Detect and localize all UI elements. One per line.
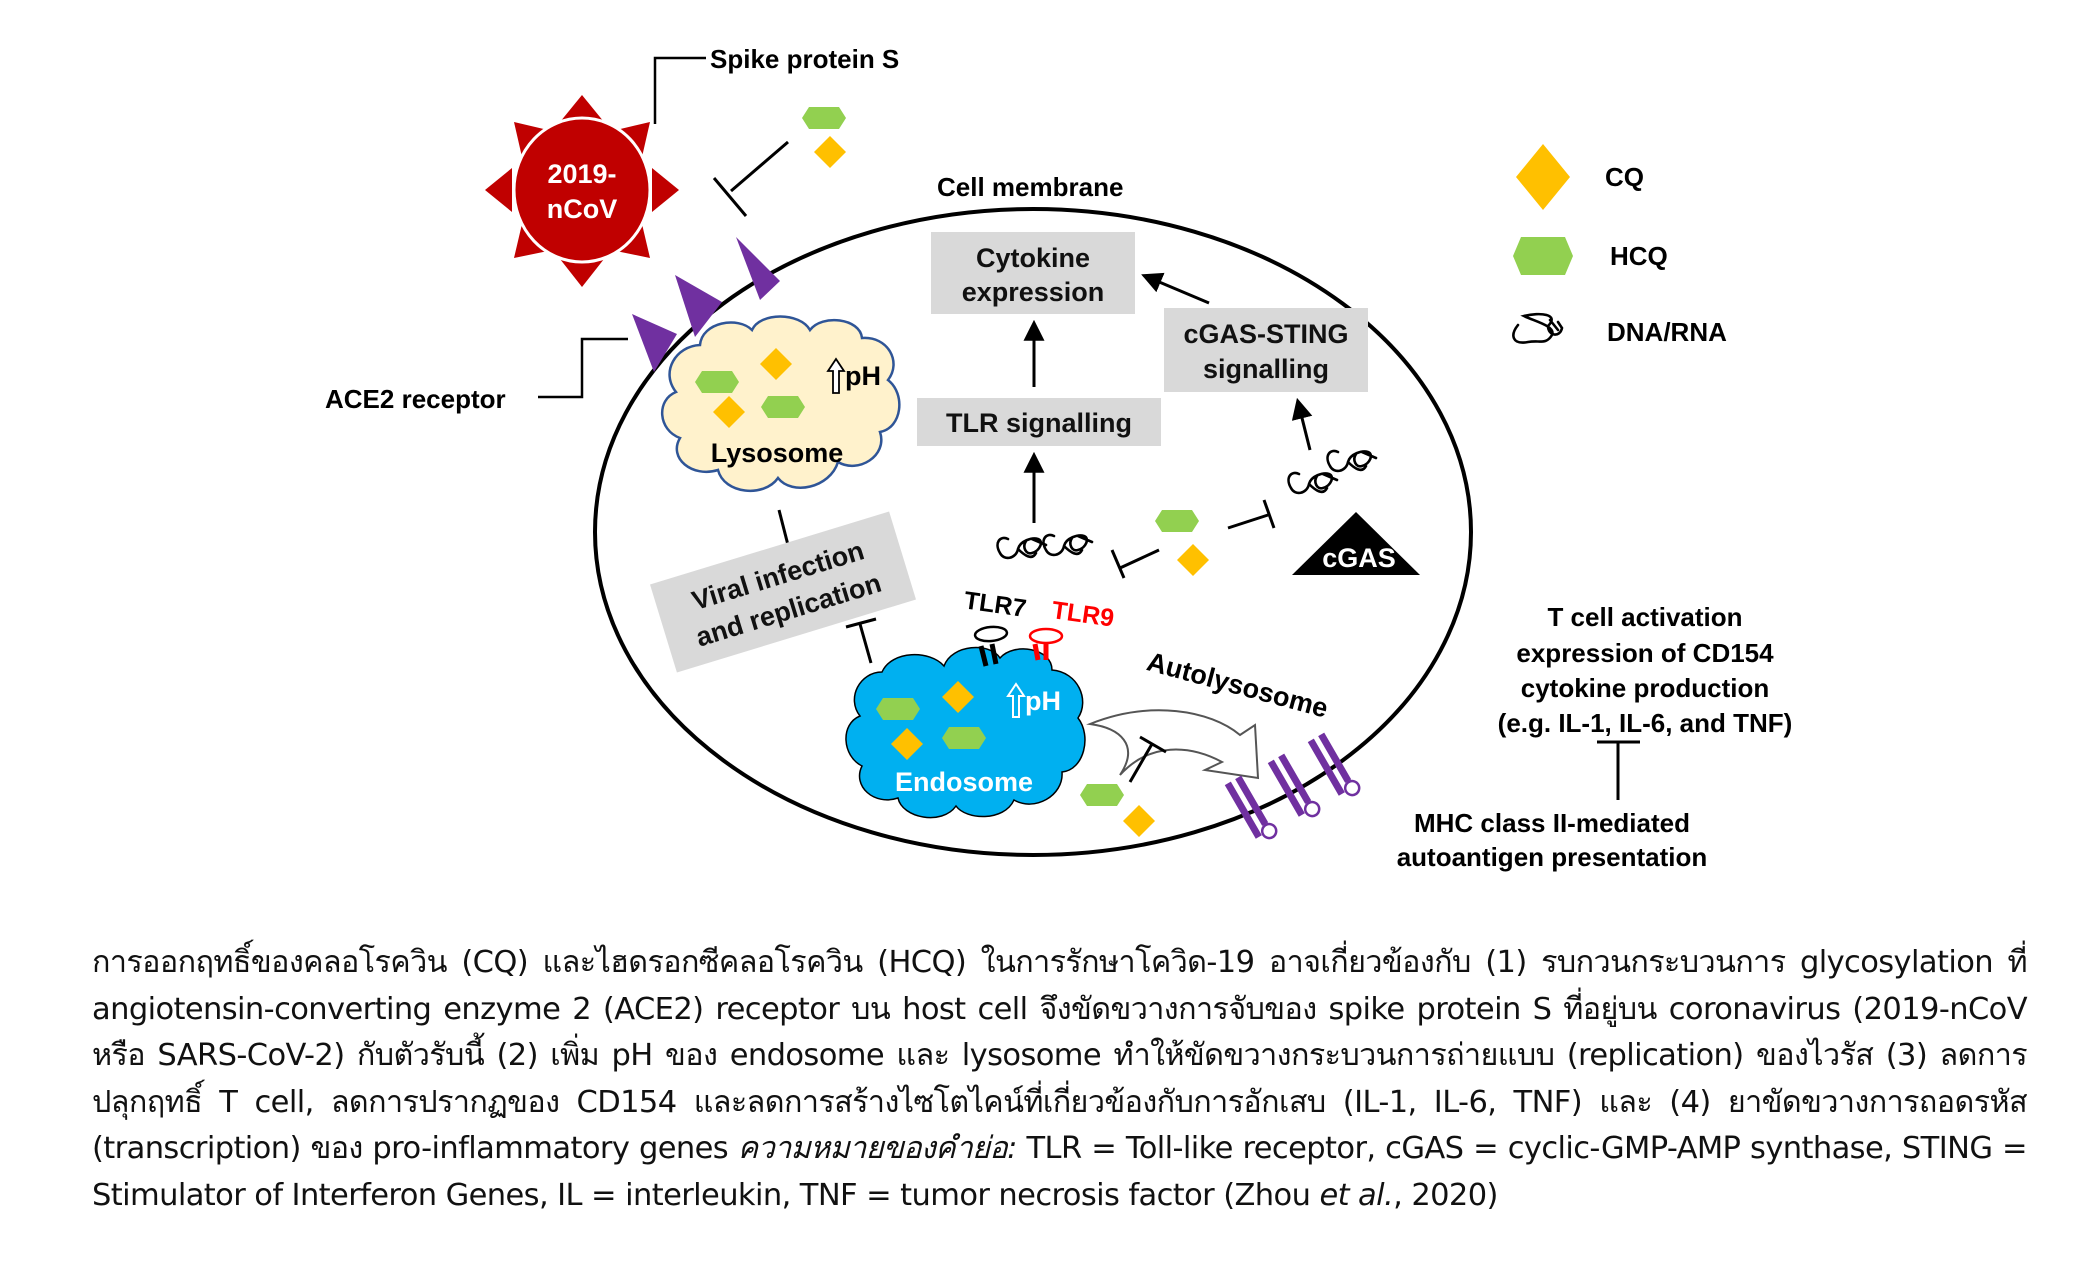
cq-icon [1123,805,1155,837]
legend-item-cq: CQ [1516,144,1644,210]
caption-paragraph: การออกฤทธิ์ของคลอโรควิน (CQ) และไฮดรอกซี… [92,940,2028,1219]
mhc-line: autoantigen presentation [1397,842,1708,872]
dna-rna-squiggle-icon [1512,312,1564,344]
inhibit-spike-tbar [712,140,789,217]
virus-2019-ncov: 2019- nCoV [485,95,679,287]
ace2-callout-line [538,337,628,399]
mhc-class-ii-receptors [1224,732,1361,840]
virus-body [512,116,652,264]
caption-abbrev-heading: ความหมายของคำย่อ: [737,1131,1018,1166]
dna-rna-icon [1287,471,1339,495]
endosome-ph-label: pH [1025,686,1061,716]
dna-rna-icon [996,536,1048,560]
inhibit-autolysosome-tbar [1128,735,1167,783]
lysosome-label: Lysosome [711,438,844,468]
hcq-icon [695,371,739,393]
tlr-signalling-box: TLR signalling [917,398,1161,446]
legend-item-hcq: HCQ [1513,237,1668,275]
legend-label-cq: CQ [1605,162,1644,192]
hcq-icon [942,727,986,749]
legend-item-dna-rna: DNA/RNA [1512,312,1727,347]
hcq-icon [1155,510,1199,532]
tcell-line: T cell activation [1547,602,1742,632]
endosome-inhibit-tbar [845,617,877,664]
viral-infection-box: Viral infection and replication [650,511,916,673]
cgas-sting-line1: cGAS-STING [1183,319,1348,349]
caption-etal: et al. [1319,1177,1394,1213]
mhc-inhibit-tbar [1597,740,1640,800]
cq-diamond-icon [1516,144,1570,210]
tlr9-receptor [1028,627,1064,661]
cytokine-line2: expression [962,277,1105,307]
inhibit-tlr-tbar [1110,548,1160,579]
caption-part1: การออกฤทธิ์ของคลอโรควิน (CQ) และไฮดรอกซี… [92,945,2028,1166]
hcq-icon [1080,784,1124,806]
tcell-line: (e.g. IL-1, IL-6, and TNF) [1498,708,1793,738]
arrow-cgas-to-cytokine [1141,272,1210,305]
spike-protein-label: Spike protein S [710,44,899,74]
figure-caption: การออกฤทธิ์ของคลอโรควิน (CQ) และไฮดรอกซี… [92,940,2028,1219]
tlr-signalling-label: TLR signalling [946,408,1132,438]
dna-rna-icon [1042,533,1094,557]
cell-membrane [593,207,1473,857]
legend-label-dna-rna: DNA/RNA [1607,317,1727,347]
ph-up-arrow-icon [1006,682,1026,718]
legend-label-hcq: HCQ [1610,241,1668,271]
tcell-line: cytokine production [1521,673,1769,703]
caption-part3: , 2020) [1393,1177,1498,1213]
cq-near-virus-icon [814,136,846,168]
endosome-label: Endosome [895,767,1033,797]
cq-icon [1177,544,1209,576]
cgas-triangle: cGAS [1292,512,1420,575]
ace2-receptor-label: ACE2 receptor [325,384,506,414]
cell-membrane-label: Cell membrane [937,172,1123,202]
lysosome: pH Lysosome [660,315,901,492]
inhibit-cgas-tbar [1227,499,1276,530]
hcq-icon [876,698,920,720]
tlr7-receptor [973,625,1009,667]
tlr7-label: TLR7 [962,587,1028,623]
virus-spikes [485,95,679,287]
mhc-line: MHC class II-mediated [1414,808,1690,838]
hcq-near-virus-icon [802,107,846,129]
dna-rna-icon [1326,449,1378,473]
endosome: pH Endosome [845,646,1086,819]
lysosome-ph-label: pH [845,361,881,391]
cgas-label: cGAS [1322,543,1396,573]
cytokine-line1: Cytokine [976,243,1090,273]
virus-label-line1: 2019- [547,159,616,189]
virus-label-line2: nCoV [547,194,618,224]
hcq-hexagon-icon [1513,237,1573,275]
cgas-sting-line2: signalling [1203,354,1329,384]
caption-part2: TLR = Toll-like receptor, cGAS = cyclic-… [92,1131,2028,1213]
arrow-dna-to-cgas-sting [1291,397,1313,451]
ace2-receptors [632,237,780,372]
tcell-activation-text: T cell activation expression of CD154 cy… [1498,602,1793,738]
mhc-text: MHC class II-mediated autoantigen presen… [1397,808,1708,872]
cytokine-expression-box: Cytokine expression [931,232,1135,314]
tcell-line: expression of CD154 [1516,638,1774,668]
cgas-sting-box: cGAS-STING signalling [1164,308,1368,392]
ph-up-arrow-icon [826,357,846,394]
hcq-icon [761,396,805,418]
autolysosome-arrow [1086,709,1260,780]
mechanism-diagram: Spike protein S 2019- nCoV Cell membrane… [325,44,1793,872]
tlr9-label: TLR9 [1050,596,1116,632]
legend: CQ HCQ DNA/RNA [1512,144,1727,347]
spike-callout-line [653,56,706,124]
